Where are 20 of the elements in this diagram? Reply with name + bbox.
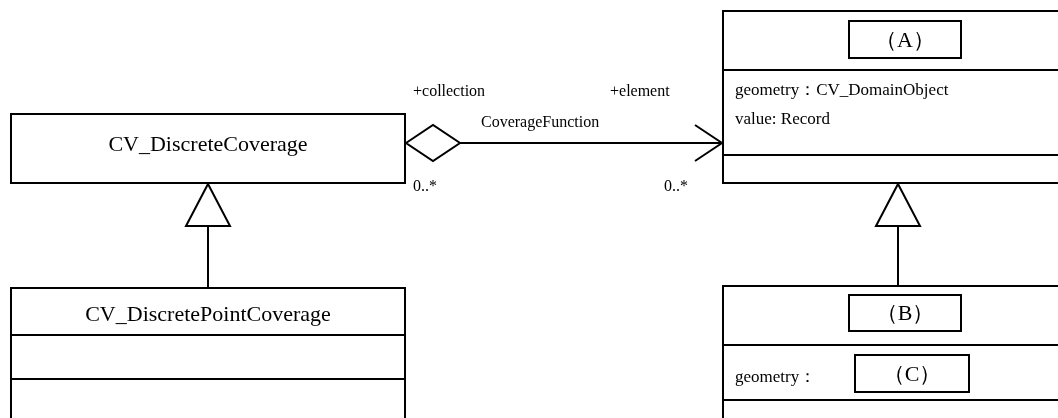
class-box xyxy=(10,287,406,418)
generalization-arrow xyxy=(875,183,921,286)
edge-label: CoverageFunction xyxy=(481,113,600,131)
multiplicity-label: 0..* xyxy=(664,177,688,195)
attribute-text: geometry： xyxy=(735,366,817,388)
role-label: +collection xyxy=(413,82,486,100)
class-box xyxy=(722,10,1058,184)
attribute-text: value: Record xyxy=(735,109,830,129)
multiplicity-label: 0..* xyxy=(413,177,437,195)
aggregation-arrow xyxy=(405,124,723,162)
attribute-text: geometry：CV_DomainObject xyxy=(735,79,949,101)
generalization-arrow xyxy=(185,183,231,288)
placeholder-box: （C） xyxy=(854,354,970,393)
class-name: CV_DiscreteCoverage xyxy=(107,131,309,157)
placeholder-box: （A） xyxy=(848,20,962,59)
class-name: CV_DiscretePointCoverage xyxy=(84,301,332,327)
class-box xyxy=(10,113,406,184)
class-box xyxy=(722,285,1058,418)
role-label: +element xyxy=(610,82,670,100)
placeholder-box: （B） xyxy=(848,294,962,332)
